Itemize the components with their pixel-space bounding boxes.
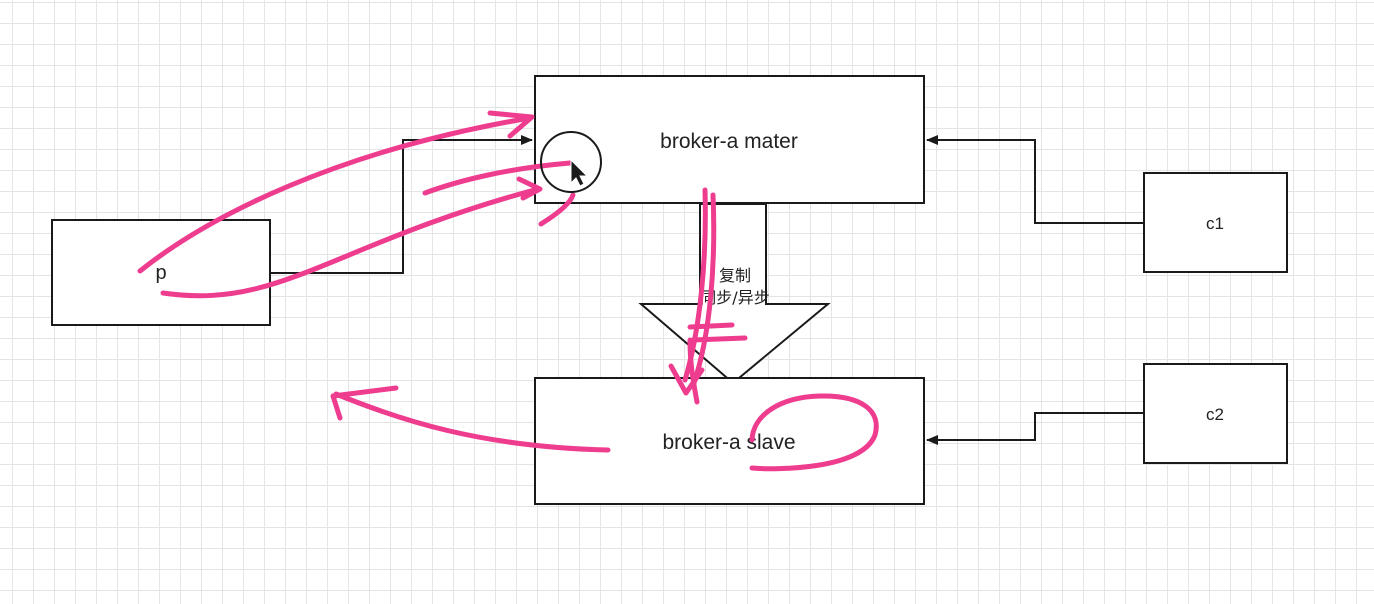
connector-c1-to-master [926,135,1144,224]
annotation-cross-mark-1 [687,322,735,330]
annotation-tick-master [538,192,576,227]
annotation-arrowhead-left [330,385,399,421]
annotation-arrow-p-to-master-lower [160,186,541,299]
replication-mode-label: 同步/异步 [700,288,769,307]
annotation-arrowhead-upper [487,110,535,139]
slave-node[interactable]: broker-a slave [534,377,925,505]
connector-p-to-master [270,135,533,274]
consumer2-label: c2 [1206,405,1224,424]
annotation-replication-line-2 [691,192,717,386]
producer-label: p [155,262,166,284]
master-label: broker-a mater [660,130,798,153]
annotation-cross-mark-2 [690,335,748,343]
cursor-icon [570,158,589,187]
annotation-replication-line-3 [687,337,700,405]
cursor-highlight-ring [540,131,602,193]
annotation-circle-slave [749,393,879,472]
cursor-indicator [540,131,602,193]
annotation-stroke-middle [422,160,573,196]
connector-c2-to-slave [926,412,1144,445]
replication-arrow [638,203,831,385]
consumer1-node[interactable]: c1 [1143,172,1288,273]
annotation-arrow-slave-to-left [333,391,611,453]
producer-node[interactable]: p [51,219,271,326]
consumer1-label: c1 [1206,214,1224,233]
annotation-arrowhead-lower [516,176,543,201]
annotation-arrowhead-down [668,363,705,396]
consumer2-node[interactable]: c2 [1143,363,1288,464]
slave-label: broker-a slave [662,431,795,454]
replication-label: 复制 [719,266,751,285]
annotation-arrow-p-to-master-upper [137,115,533,274]
master-node[interactable]: broker-a mater [534,75,925,204]
annotation-layer [137,110,879,472]
